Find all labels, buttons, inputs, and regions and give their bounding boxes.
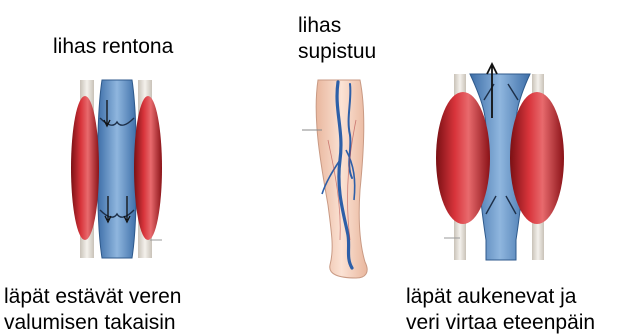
muscle-left-contracted	[436, 92, 490, 224]
caption-valves-close: läpät estävät veren valumisen takaisin	[4, 284, 181, 336]
muscle-right	[134, 96, 162, 240]
relaxed-muscle-figure	[71, 80, 162, 258]
muscle-right-contracted	[510, 92, 564, 224]
leg-shape	[316, 80, 367, 278]
caption-valves-open: läpät aukenevat ja veri virtaa eteenpäin	[406, 284, 595, 336]
leg-figure	[302, 80, 367, 278]
vein-relaxed	[98, 80, 137, 258]
contracted-muscle-figure	[436, 64, 564, 260]
muscle-left	[71, 96, 99, 240]
